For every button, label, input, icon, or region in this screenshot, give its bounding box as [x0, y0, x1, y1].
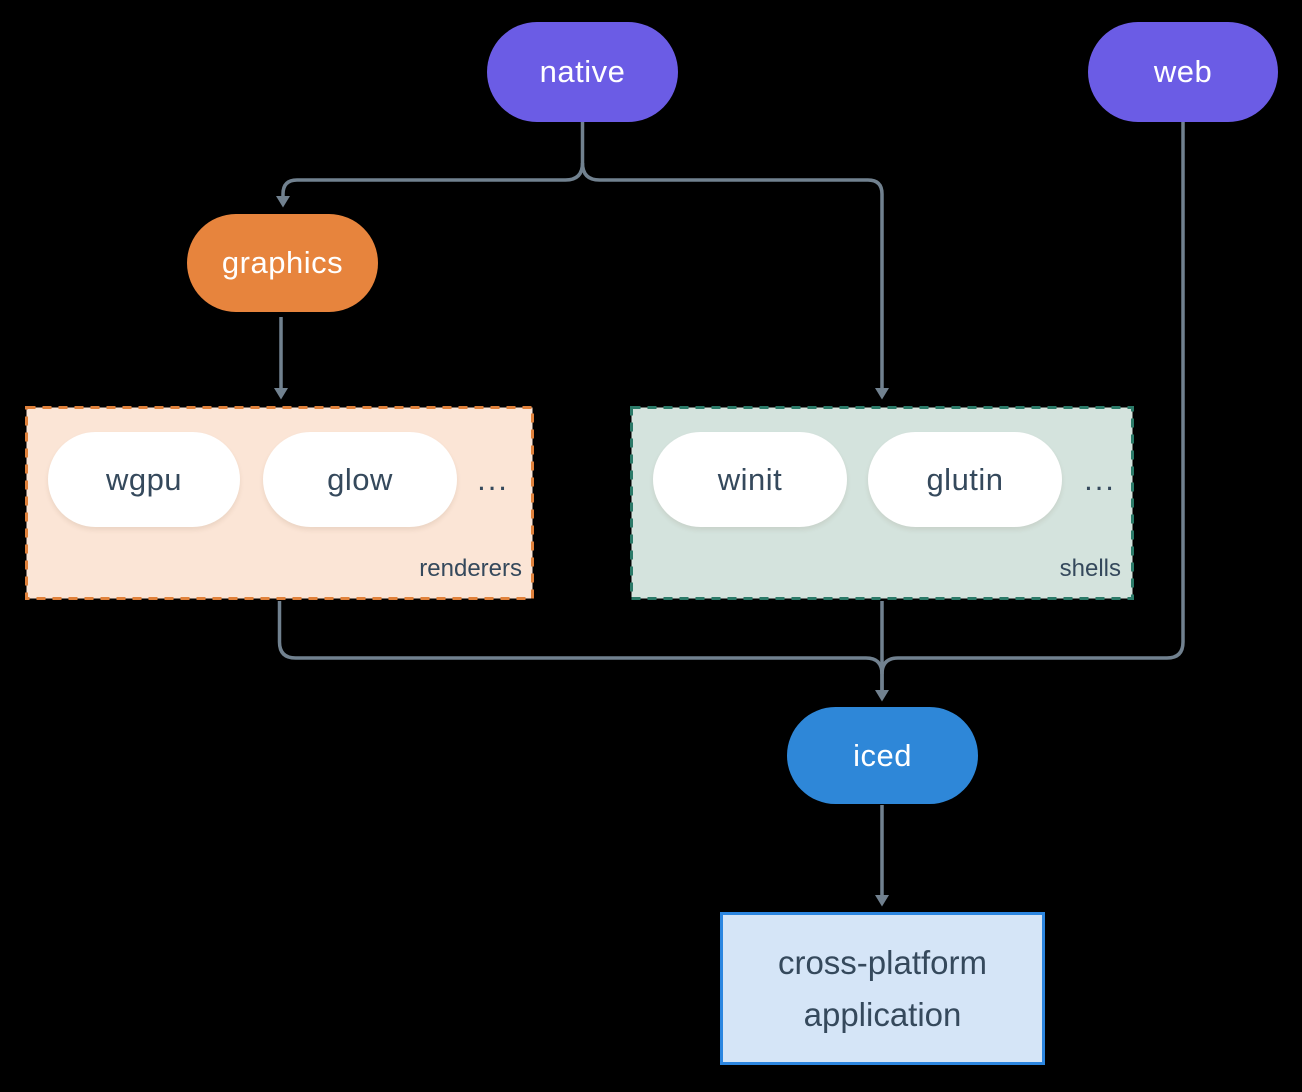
node-glow: glow [263, 432, 457, 527]
application-box-line2: application [803, 995, 962, 1033]
shells-group-label: shells [1059, 555, 1121, 582]
edge-native-to-graphics [281, 122, 585, 196]
node-wgpu: wgpu [48, 432, 240, 527]
node-graphics: graphics [187, 214, 378, 312]
arrowhead-into-graphics [276, 196, 290, 208]
edge-native-to-shells [580, 162, 884, 388]
edge-renderers-to-iced [277, 601, 884, 690]
node-glutin: glutin [868, 432, 1062, 527]
node-winit: winit [653, 432, 847, 527]
node-web-label: web [1153, 54, 1213, 89]
node-glow-label: glow [327, 461, 393, 497]
arrowhead-into-iced [875, 690, 889, 702]
node-wgpu-label: wgpu [105, 461, 183, 497]
application-box [720, 912, 1045, 1065]
node-winit-label: winit [717, 461, 783, 497]
node-native-label: native [539, 54, 626, 89]
node-iced: iced [787, 707, 978, 804]
node-iced-label: iced [853, 737, 912, 773]
arrowhead-into-renderers [274, 388, 288, 400]
node-graphics-label: graphics [221, 245, 344, 280]
edge-web-to-iced [880, 122, 1185, 675]
application-box-line1: cross-platform [777, 944, 988, 982]
arrowhead-into-shells [875, 388, 889, 400]
node-native: native [487, 22, 678, 122]
renderers-group-label: renderers [419, 555, 522, 582]
renderers-ellipsis: ... [477, 461, 509, 497]
shells-ellipsis: ... [1084, 461, 1116, 497]
node-web: web [1088, 22, 1278, 122]
arrowhead-into-application [875, 895, 889, 907]
application-box-text: cross-platform application [720, 912, 1045, 1065]
node-glutin-label: glutin [926, 461, 1004, 497]
